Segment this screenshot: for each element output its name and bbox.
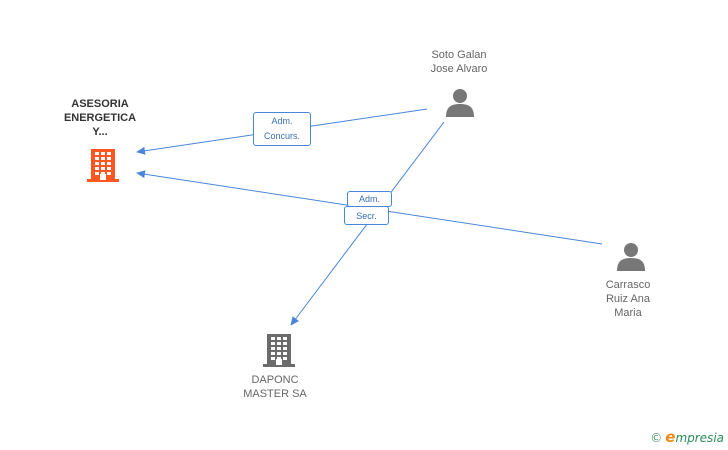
empresia-watermark: ©empresia bbox=[650, 428, 724, 446]
node-label-asesoria[interactable]: ASESORIA ENERGETICA Y... bbox=[40, 97, 160, 139]
label-line: Soto Galan bbox=[431, 49, 487, 61]
label-line: DAPONC bbox=[251, 374, 299, 386]
node-label-daponc[interactable]: DAPONC MASTER SA bbox=[215, 373, 335, 401]
edge-label-secr[interactable]: Secr. bbox=[344, 206, 389, 225]
label-line: MASTER SA bbox=[243, 388, 307, 400]
label-line: Y... bbox=[92, 126, 108, 138]
edge-role: Adm. bbox=[271, 116, 293, 126]
edge-role: Adm. bbox=[358, 194, 380, 204]
label-line: Ruiz Ana bbox=[605, 293, 651, 305]
label-line: Jose Alvaro bbox=[430, 63, 488, 75]
brand-logo-text: mpresia bbox=[675, 431, 724, 445]
edge-role: Secr. bbox=[356, 211, 377, 221]
copyright-icon: © bbox=[650, 431, 663, 445]
label-line: Maria bbox=[614, 307, 642, 319]
edge-role: Concurs. bbox=[263, 131, 300, 141]
node-label-soto[interactable]: Soto Galan Jose Alvaro bbox=[399, 48, 519, 76]
edge-label-adm-concurs[interactable]: Adm. Concurs. bbox=[253, 112, 311, 146]
edge-label-adm[interactable]: Adm. bbox=[347, 191, 392, 207]
building-icon[interactable] bbox=[87, 148, 119, 187]
person-icon[interactable] bbox=[446, 88, 474, 123]
label-line: Carrasco bbox=[605, 279, 651, 291]
brand-logo-mark: e bbox=[665, 428, 676, 446]
building-icon[interactable] bbox=[263, 333, 295, 372]
label-line: ASESORIA bbox=[71, 98, 129, 110]
node-label-carrasco[interactable]: Carrasco Ruiz Ana Maria bbox=[568, 278, 688, 320]
person-icon[interactable] bbox=[617, 242, 645, 277]
label-line: ENERGETICA bbox=[63, 112, 137, 124]
